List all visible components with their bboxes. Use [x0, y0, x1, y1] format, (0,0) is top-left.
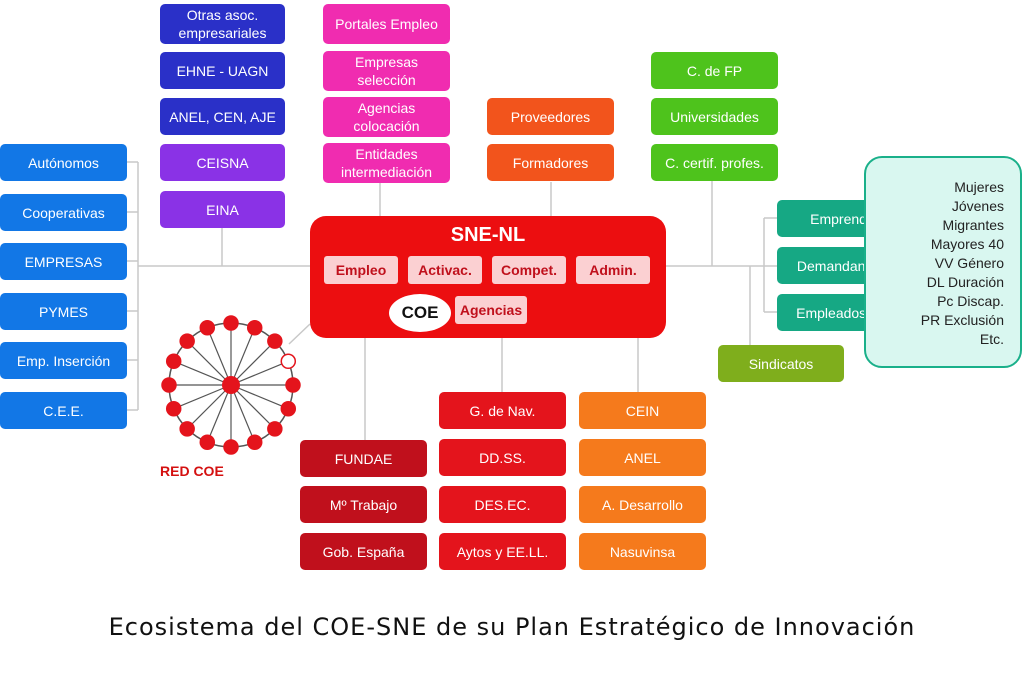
profile-item: DL Duración	[926, 274, 1004, 290]
wheel-spoke	[186, 340, 232, 386]
node-fundae: FUNDAE	[300, 440, 427, 477]
wheel-node	[223, 315, 239, 331]
coe-oval: COE	[389, 294, 451, 332]
profile-item: Pc Discap.	[937, 293, 1004, 309]
node-cee: C.E.E.	[0, 392, 127, 429]
wheel-spoke	[230, 327, 256, 386]
node-des-ec: DES.EC.	[439, 486, 566, 523]
node-g-de-nav: G. de Nav.	[439, 392, 566, 429]
wheel-node	[280, 400, 297, 417]
node-agencias-colocacion: Agencias colocación	[323, 97, 450, 137]
node-cein: CEIN	[579, 392, 706, 429]
function-agencias: Agencias	[455, 296, 527, 324]
wheel-spoke	[206, 384, 232, 443]
node-proveedores: Proveedores	[487, 98, 614, 135]
profile-item: Migrantes	[942, 217, 1004, 233]
wheel-node	[165, 353, 182, 370]
wheel-spoke	[173, 360, 232, 386]
node-autonomos: Autónomos	[0, 144, 127, 181]
wheel-spoke	[186, 384, 232, 430]
function-compet: Compet.	[492, 256, 566, 284]
node-gob-espana: Gob. España	[300, 533, 427, 570]
wheel-spoke	[230, 384, 276, 430]
node-a-desarrollo: A. Desarrollo	[579, 486, 706, 523]
wheel-node	[285, 377, 301, 393]
node-empresas-seleccion: Empresas selección	[323, 51, 450, 91]
node-pymes: PYMES	[0, 293, 127, 330]
node-dd-ss: DD.SS.	[439, 439, 566, 476]
profiles-panel: Mujeres Jóvenes Migrantes Mayores 40 VV …	[864, 156, 1022, 368]
node-empresas: EMPRESAS	[0, 243, 127, 280]
node-portales-empleo: Portales Empleo	[323, 4, 450, 44]
wheel-spoke	[230, 384, 289, 410]
profile-item: Mayores 40	[930, 236, 1004, 252]
wheel-center-node	[222, 376, 240, 394]
wheel-node	[179, 421, 195, 437]
node-aytos: Aytos y EE.LL.	[439, 533, 566, 570]
wheel-node	[179, 333, 195, 349]
profile-item: PR Exclusión	[920, 312, 1004, 328]
node-ceisna: CEISNA	[160, 144, 285, 181]
sne-nl-hub: SNE-NL Empleo Activac. Compet. Admin. CO…	[310, 216, 666, 338]
node-eina: EINA	[160, 191, 285, 228]
hub-title: SNE-NL	[450, 224, 526, 246]
wheel-spoke	[173, 384, 232, 410]
profile-item: Mujeres	[954, 179, 1004, 195]
wheel-node	[161, 377, 177, 393]
wheel-spoke	[230, 360, 289, 386]
wheel-spoke	[230, 340, 276, 386]
function-activac: Activac.	[408, 256, 482, 284]
red-coe-network-wheel	[161, 315, 301, 455]
node-mo-trabajo: Mº Trabajo	[300, 486, 427, 523]
profile-item: Etc.	[979, 331, 1004, 347]
node-ehne-uagn: EHNE - UAGN	[160, 52, 285, 89]
wheel-node-open	[280, 353, 297, 370]
wheel-spoke	[206, 327, 232, 386]
wheel-node	[199, 434, 216, 451]
node-formadores: Formadores	[487, 144, 614, 181]
node-cooperativas: Cooperativas	[0, 194, 127, 231]
wheel-node	[199, 319, 216, 336]
node-otras-asoc: Otras asoc. empresariales	[160, 4, 285, 44]
node-universidades: Universidades	[651, 98, 778, 135]
node-entidades-intermediacion: Entidades intermediación	[323, 143, 450, 183]
wheel-node	[246, 319, 263, 336]
node-c-certif-profes: C. certif. profes.	[651, 144, 778, 181]
profiles-list: Mujeres Jóvenes Migrantes Mayores 40 VV …	[921, 178, 1004, 349]
node-anel-cen-aje: ANEL, CEN, AJE	[160, 98, 285, 135]
wheel-node	[165, 400, 182, 417]
node-sindicatos: Sindicatos	[718, 345, 844, 382]
wheel-node	[223, 439, 239, 455]
wheel-node	[267, 421, 283, 437]
node-nasuvinsa: Nasuvinsa	[579, 533, 706, 570]
profile-item: Jóvenes	[951, 198, 1004, 214]
function-empleo: Empleo	[324, 256, 398, 284]
red-coe-label: RED COE	[160, 463, 224, 479]
figure-caption: Ecosistema del COE-SNE de su Plan Estrat…	[108, 613, 916, 641]
node-c-de-fp: C. de FP	[651, 52, 778, 89]
node-anel: ANEL	[579, 439, 706, 476]
wheel-spoke	[230, 384, 256, 443]
wheel-node	[246, 434, 263, 451]
wheel-node	[267, 333, 283, 349]
profile-item: VV Género	[934, 255, 1004, 271]
node-emp-insercion: Emp. Inserción	[0, 342, 127, 379]
function-admin: Admin.	[576, 256, 650, 284]
